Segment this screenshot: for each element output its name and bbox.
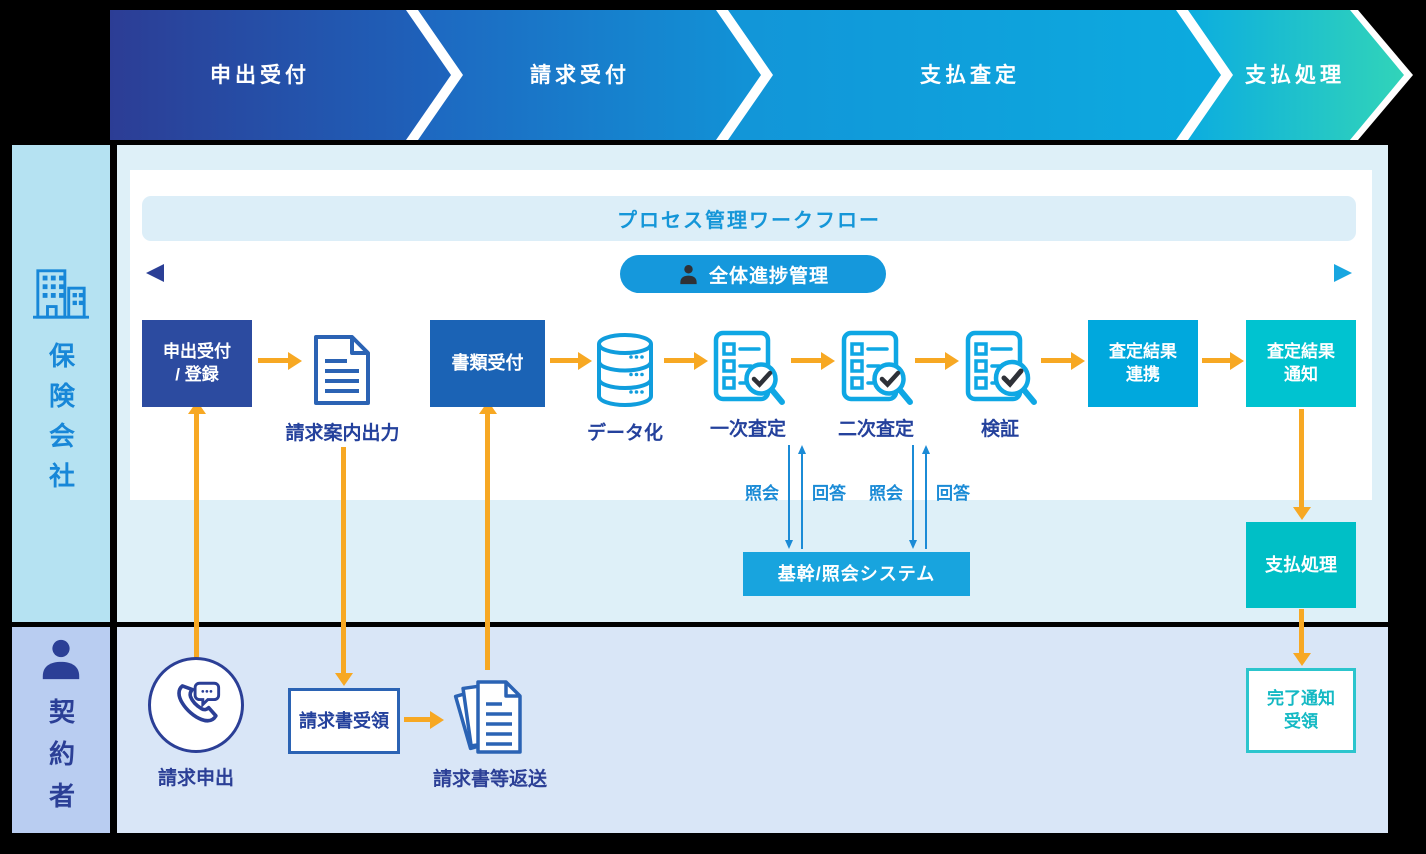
inquiry-arrow-2-down <box>908 445 917 549</box>
phase-label-3: 支払査定 <box>920 64 1020 87</box>
box-assessment-result-link: 査定結果 連携 <box>1088 320 1198 407</box>
documents-stack-icon <box>448 674 532 767</box>
label-claim-guide-output: 請求案内出力 <box>285 423 400 444</box>
box-assessment-result-notice: 査定結果 通知 <box>1246 320 1356 407</box>
box-intake: 申出受付 / 登録 <box>142 320 252 407</box>
flow-arrow-payment-to-completion <box>1292 609 1311 666</box>
workflow-title: プロセス管理ワークフロー <box>617 210 881 232</box>
second-assessment-icon <box>839 329 915 416</box>
flow-arrow-guide-to-receipt <box>334 447 353 686</box>
box-completion-line1: 完了通知 <box>1267 688 1335 708</box>
phase-label-2: 請求受付 <box>530 64 630 87</box>
chevron-phase-4 <box>1188 10 1404 140</box>
phase-label-4: 支払処理 <box>1245 64 1345 87</box>
claim-request-circle <box>148 657 244 753</box>
workflow-title-bar: プロセス管理ワークフロー <box>142 196 1356 241</box>
box-invoice-receipt: 請求書受領 <box>288 688 400 754</box>
box-completion-line2: 受領 <box>1284 711 1318 731</box>
progress-pill-label: 全体進捗管理 <box>708 265 829 287</box>
flow-arrow-data-to-first <box>664 351 708 370</box>
inquiry-label-1: 照会 <box>745 484 779 503</box>
sidebar-policyholder: 契約者 <box>12 627 110 833</box>
chevron-phase-2 <box>418 10 761 140</box>
box-payment-processing-label: 支払処理 <box>1265 554 1337 575</box>
verification-icon <box>963 329 1039 416</box>
box-completion-notice: 完了通知 受領 <box>1246 668 1356 753</box>
box-core-system: 基幹/照会システム <box>743 552 970 596</box>
flow-arrow-first-to-second <box>791 351 835 370</box>
label-invoice-return: 請求書等返送 <box>432 769 547 790</box>
first-assessment-icon <box>711 329 787 416</box>
chevron-phase-3 <box>728 10 1221 140</box>
box-payment-processing: 支払処理 <box>1246 522 1356 608</box>
inquiry-label-3: 照会 <box>869 484 903 503</box>
label-verification: 検証 <box>980 419 1019 440</box>
database-icon <box>592 331 658 414</box>
sidebar-policyholder-label: 契約者 <box>45 697 76 824</box>
flow-arrow-verify-to-link <box>1041 351 1085 370</box>
label-claim-request: 請求申出 <box>157 768 234 789</box>
building-icon <box>30 265 92 326</box>
flow-arrow-receipt-to-return <box>404 710 444 729</box>
inquiry-arrow-1-up <box>797 445 806 549</box>
box-document-reception-label: 書類受付 <box>451 353 524 374</box>
sidebar-insurer: 保険会社 <box>12 145 110 622</box>
label-first-assessment: 一次査定 <box>709 419 786 440</box>
phone-chat-icon <box>167 676 225 734</box>
flow-arrow-notice-to-payment <box>1292 409 1311 520</box>
progress-pill: 全体進捗管理 <box>620 255 886 293</box>
phase-chevron-band <box>110 10 1413 140</box>
person-icon <box>677 263 700 286</box>
box-result-notice-line1: 査定結果 <box>1267 341 1335 361</box>
chevron-phase-1 <box>110 10 451 140</box>
inquiry-arrow-1-down <box>784 445 793 549</box>
box-intake-line1: 申出受付 <box>163 341 231 361</box>
flow-arrow-link-to-notice <box>1202 351 1244 370</box>
flow-arrow-intake-to-guide <box>258 351 302 370</box>
document-icon <box>311 333 373 412</box>
inquiry-label-2: 回答 <box>812 484 846 503</box>
flow-arrow-return-to-docs <box>478 401 497 670</box>
flow-arrow-docs-to-data <box>550 351 592 370</box>
box-invoice-receipt-label: 請求書受領 <box>299 710 389 731</box>
label-data-entry: データ化 <box>586 423 663 444</box>
box-document-reception: 書類受付 <box>430 320 545 407</box>
phase-label-1: 申出受付 <box>210 64 310 87</box>
box-result-link-line2: 連携 <box>1126 364 1160 384</box>
box-core-system-label: 基幹/照会システム <box>777 563 936 584</box>
label-second-assessment: 二次査定 <box>837 419 914 440</box>
inquiry-label-4: 回答 <box>936 484 970 503</box>
sidebar-insurer-label: 保険会社 <box>45 342 76 502</box>
person-icon <box>38 637 84 688</box>
flow-arrow-request-to-intake <box>187 401 206 658</box>
flow-arrow-second-to-verify <box>915 351 959 370</box>
box-result-notice-line2: 通知 <box>1284 364 1318 384</box>
inquiry-arrow-2-up <box>921 445 930 549</box>
box-intake-line2: / 登録 <box>175 364 219 384</box>
box-result-link-line1: 査定結果 <box>1109 341 1177 361</box>
